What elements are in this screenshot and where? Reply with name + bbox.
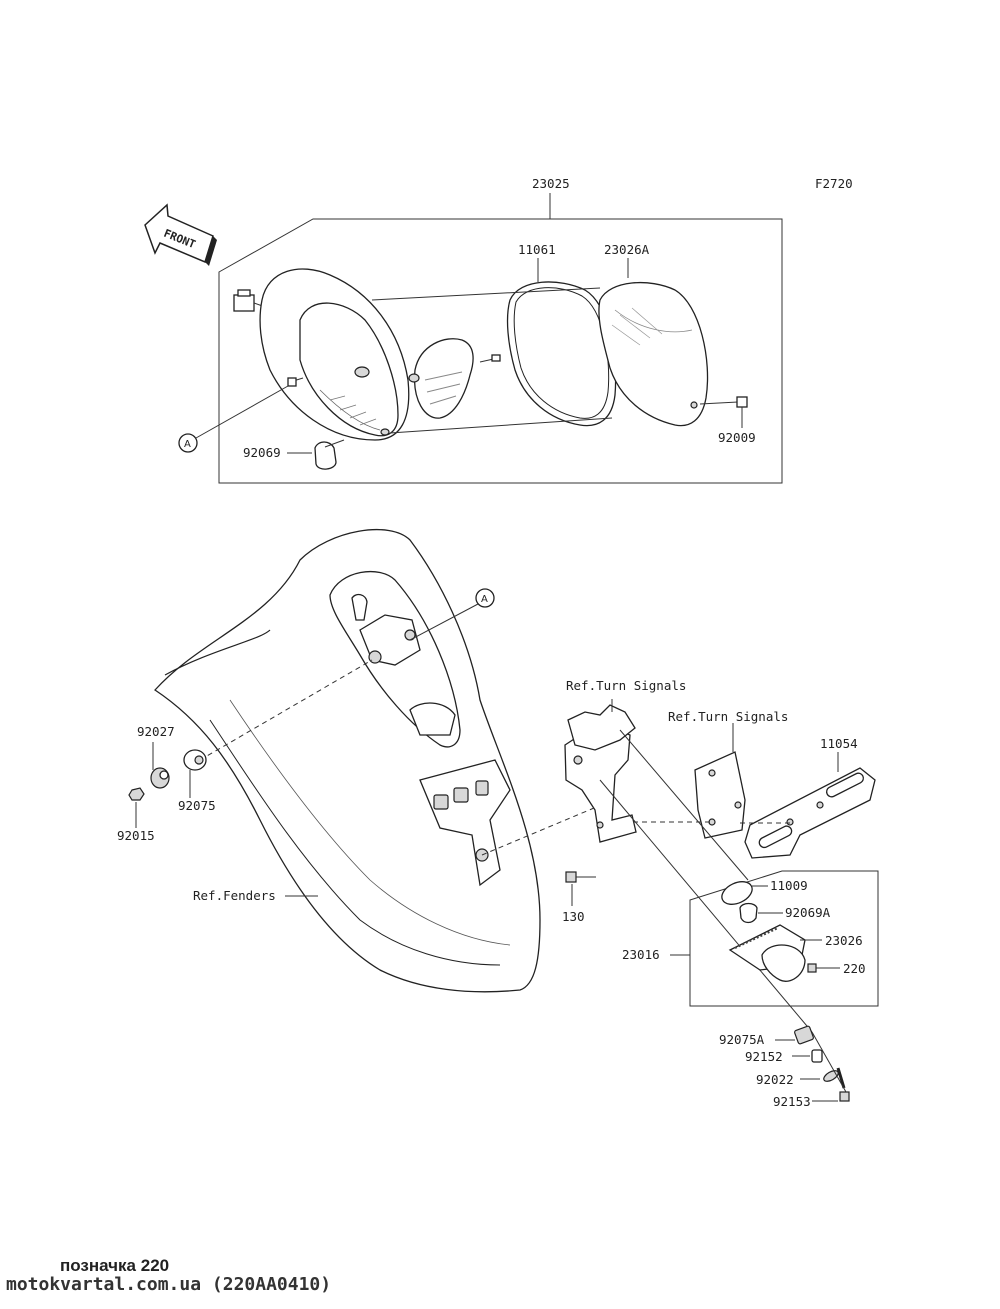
label-ref-turn-signals-2: Ref.Turn Signals	[668, 709, 788, 724]
lens-screw	[699, 396, 748, 428]
reflector-screw	[479, 354, 501, 363]
label-23016: 23016	[622, 947, 660, 962]
label-92009: 92009	[718, 430, 756, 445]
label-220: 220	[843, 961, 866, 976]
label-23026a: 23026A	[604, 242, 650, 257]
label-23026: 23026	[825, 933, 863, 948]
nut-92015	[128, 787, 145, 828]
bulb	[287, 439, 345, 470]
label-23025: 23025	[532, 176, 570, 191]
label-11061: 11061	[518, 242, 556, 257]
label-92153: 92153	[773, 1094, 811, 1109]
label-92027: 92027	[137, 724, 175, 739]
footer-note: позначка 220	[60, 1256, 170, 1275]
turn-signal-plate	[694, 751, 746, 839]
label-130: 130	[562, 909, 585, 924]
label-92152: 92152	[745, 1049, 783, 1064]
label-92022: 92022	[756, 1072, 794, 1087]
license-light-box	[670, 870, 879, 1007]
collar-92027	[150, 742, 170, 789]
label-ref-turn-signals-1: Ref.Turn Signals	[566, 678, 686, 693]
reflector	[408, 338, 474, 419]
svg-text:A: A	[481, 594, 488, 605]
figure-code: F2720	[815, 176, 853, 191]
license-light-lens	[728, 924, 822, 982]
label-92069a: 92069A	[785, 905, 831, 920]
label-11009: 11009	[770, 878, 808, 893]
bolt-92153	[812, 1067, 850, 1102]
ref-a-callout-top: A	[178, 385, 289, 453]
license-bracket	[564, 704, 637, 843]
label-11054: 11054	[820, 736, 858, 751]
screw-220	[807, 963, 840, 973]
grommet-92075	[183, 749, 207, 798]
gasket-11009	[721, 881, 768, 905]
gasket	[506, 258, 617, 427]
label-92015: 92015	[117, 828, 155, 843]
label-92075a: 92075A	[719, 1032, 765, 1047]
rear-fender	[154, 528, 541, 993]
tail-light-lens	[598, 258, 709, 427]
collar-92075a	[775, 1025, 814, 1045]
bulb-92069a	[739, 902, 783, 924]
svg-text:A: A	[184, 439, 191, 450]
footer-site: motokvartal.com.ua (220AA0410)	[6, 1274, 332, 1295]
spacer-92152	[792, 1049, 823, 1063]
label-92069: 92069	[243, 445, 281, 460]
license-plate-bracket-11054	[744, 752, 876, 859]
tail-light-housing	[259, 268, 410, 441]
label-ref-fenders: Ref.Fenders	[193, 888, 276, 903]
label-92075: 92075	[178, 798, 216, 813]
tail-light-assembly-box	[218, 193, 783, 484]
ref-a-callout-bottom: A	[409, 588, 495, 641]
front-arrow-icon: FRONT	[144, 203, 217, 266]
screw-130	[565, 871, 596, 906]
